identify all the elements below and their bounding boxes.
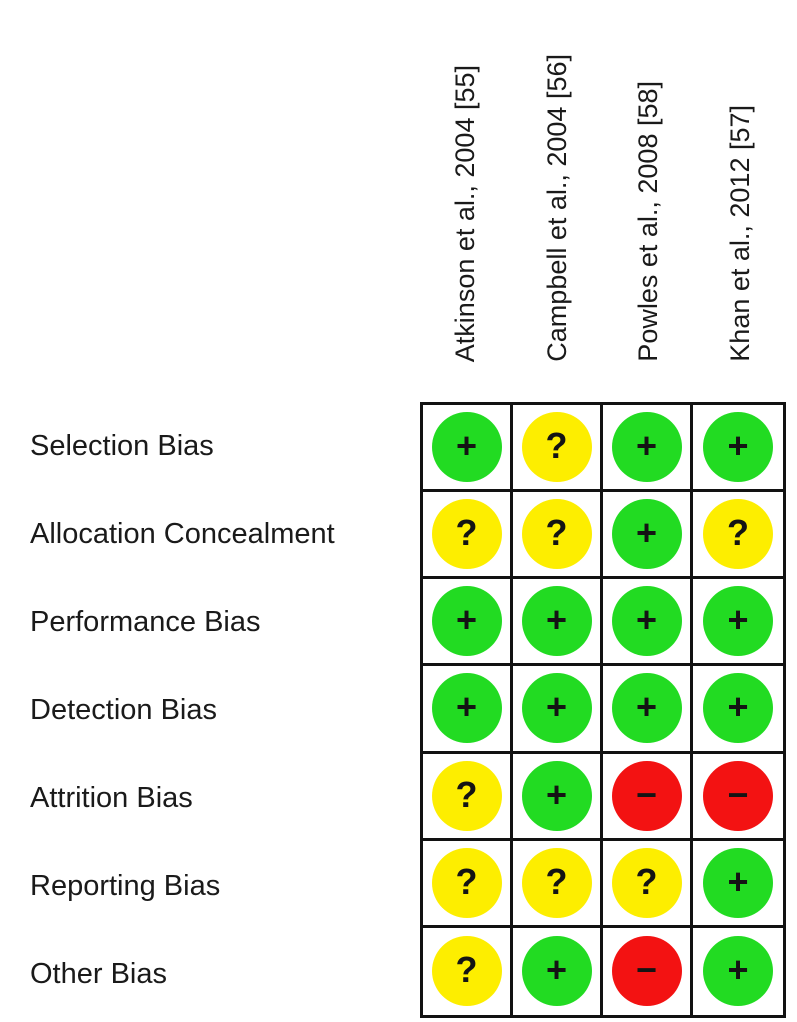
judgment-circle: + [611,499,682,570]
judgment-circle: ? [521,499,592,570]
judgment-circle: − [611,760,682,831]
judgment-circle: + [431,673,502,744]
risk-cell: + [693,666,783,754]
judgment-circle: + [521,760,592,831]
risk-cell: + [423,666,513,754]
judgment-circle: + [611,673,682,744]
risk-cell: + [513,927,603,1015]
judgment-circle: + [611,412,682,483]
risk-cell: + [603,666,693,754]
risk-cell: ? [423,840,513,928]
risk-cell: ? [423,492,513,580]
risk-judgment-grid: + ? + + ? ? + ? + + + [420,402,786,1018]
risk-cell: + [603,492,693,580]
judgment-circle: ? [431,499,502,570]
study-column-headers: Atkinson et al., 2004 [55] Campbell et a… [420,0,786,402]
risk-cell: + [693,928,783,1015]
row-label-other-bias: Other Bias [30,957,167,990]
judgment-circle: ? [611,847,682,918]
risk-cell: − [693,754,783,841]
column-header-label: Campbell et al., 2004 [56] [541,54,572,362]
judgment-circle: ? [521,412,592,483]
risk-cell: + [693,579,783,667]
judgment-circle: ? [521,847,592,918]
risk-cell: ? [513,405,603,493]
column-header-study-4: Khan et al., 2012 [57] [695,0,787,402]
risk-cell: − [603,927,693,1015]
risk-cell: + [603,405,693,493]
row-label-selection-bias: Selection Bias [30,429,214,462]
judgment-circle: + [703,847,773,918]
judgment-circle: + [703,586,773,657]
risk-cell: + [513,579,603,667]
judgment-circle: + [431,412,502,483]
risk-cell: ? [693,492,783,580]
column-header-study-2: Campbell et al., 2004 [56] [512,0,604,402]
row-label-attrition-bias: Attrition Bias [30,781,193,814]
risk-cell: ? [423,927,513,1015]
judgment-circle: + [521,936,592,1007]
risk-cell: ? [513,492,603,580]
judgment-circle: + [703,673,773,744]
column-header-study-1: Atkinson et al., 2004 [55] [420,0,512,402]
column-header-label: Powles et al., 2008 [58] [633,81,664,362]
column-header-label: Khan et al., 2012 [57] [724,105,755,362]
risk-cell: + [693,841,783,928]
risk-cell: + [513,666,603,754]
risk-cell: − [603,753,693,841]
risk-cell: + [423,405,513,493]
judgment-circle: + [611,586,682,657]
row-label-detection-bias: Detection Bias [30,693,217,726]
judgment-circle: + [431,586,502,657]
risk-cell: ? [423,753,513,841]
judgment-circle: ? [431,847,502,918]
column-header-label: Atkinson et al., 2004 [55] [450,64,481,362]
judgment-circle: − [703,760,773,831]
judgment-circle: ? [703,499,773,570]
judgment-circle: + [703,412,773,483]
risk-cell: + [423,579,513,667]
risk-cell: + [693,405,783,493]
row-label-reporting-bias: Reporting Bias [30,869,221,902]
judgment-circle: + [703,936,773,1007]
judgment-circle: − [611,936,682,1007]
judgment-circle: + [521,586,592,657]
column-header-study-3: Powles et al., 2008 [58] [603,0,695,402]
judgment-circle: ? [431,760,502,831]
risk-cell: + [513,753,603,841]
risk-cell: ? [603,840,693,928]
bias-row-labels: Selection Bias Allocation Concealment Pe… [0,402,420,1018]
row-label-performance-bias: Performance Bias [30,605,261,638]
row-label-allocation-concealment: Allocation Concealment [30,517,335,550]
judgment-circle: + [521,673,592,744]
risk-cell: + [603,579,693,667]
judgment-circle: ? [431,936,502,1007]
risk-cell: ? [513,840,603,928]
